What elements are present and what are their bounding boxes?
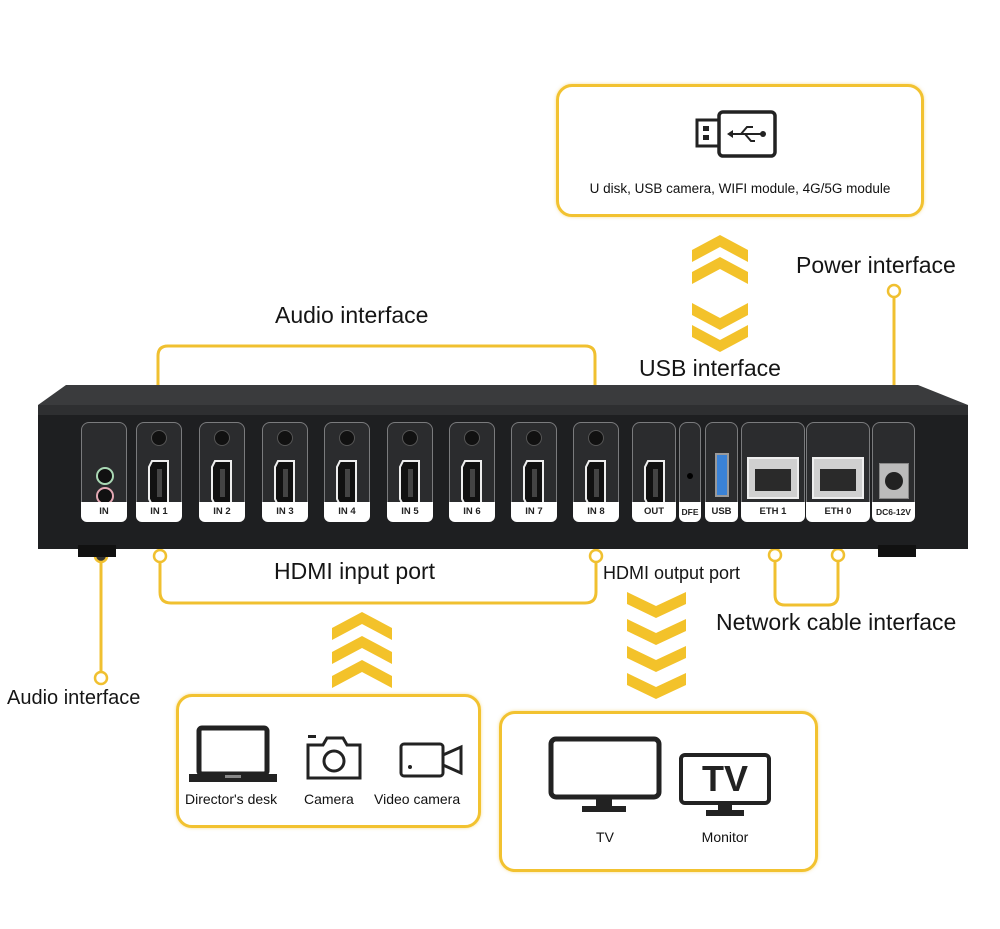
chevron-down-icon xyxy=(692,303,748,330)
monitor-screen-text: TV xyxy=(701,758,748,799)
port-eth0[interactable]: ETH 0 xyxy=(806,422,870,522)
output-target-label: TV xyxy=(596,829,614,845)
port-label: IN 1 xyxy=(136,502,182,522)
chevron-down-icon xyxy=(692,325,748,352)
dc-jack-icon xyxy=(879,463,909,499)
port-label: ETH 0 xyxy=(806,502,870,522)
network-bracket xyxy=(773,555,840,607)
hdmi-port-icon xyxy=(585,460,606,506)
hdmi-port-icon xyxy=(274,460,295,506)
hdmi-port-icon xyxy=(336,460,357,506)
input-source-label: Director's desk xyxy=(185,791,278,807)
power-interface-label: Power interface xyxy=(796,252,956,278)
camera-icon xyxy=(306,735,362,780)
anchor-dot xyxy=(886,283,902,299)
port-audio-in[interactable]: IN xyxy=(81,422,127,522)
port-label: IN 4 xyxy=(324,502,370,522)
port-hdmi-in[interactable]: IN 2 xyxy=(199,422,245,522)
anchor-dot xyxy=(93,670,109,686)
audio-jack-icon xyxy=(464,430,480,446)
audio-jack-icon xyxy=(339,430,355,446)
audio-interface-bottom-label: Audio interface xyxy=(7,687,141,709)
port-label: USB xyxy=(705,502,738,522)
anchor-dot xyxy=(152,548,168,564)
video-camera-icon xyxy=(399,742,463,778)
output-target-label: Monitor xyxy=(701,829,749,845)
anchor-dot xyxy=(588,548,604,564)
port-dfe[interactable]: DFE xyxy=(679,422,701,522)
port-hdmi-in[interactable]: IN 7 xyxy=(511,422,557,522)
usb-interface-label: USB interface xyxy=(639,355,781,381)
port-label: IN 7 xyxy=(511,502,557,522)
input-source-label: Video camera xyxy=(374,791,461,807)
chevron-down-icon xyxy=(627,673,686,699)
hdmi-port-icon xyxy=(523,460,544,506)
tv-icon xyxy=(548,736,662,812)
chevron-down-icon xyxy=(627,646,686,672)
port-label: IN 2 xyxy=(199,502,245,522)
chevron-up-icon xyxy=(332,636,392,664)
port-hdmi-in[interactable]: IN 5 xyxy=(387,422,433,522)
audio-jack-icon xyxy=(588,430,604,446)
usb-devices-box: U disk, USB camera, WIFI module, 4G/5G m… xyxy=(556,84,924,217)
port-label: IN xyxy=(81,502,127,522)
hdmi-output-port-label: HDMI output port xyxy=(603,563,741,583)
usb-port-icon xyxy=(715,453,729,497)
chevron-up-icon xyxy=(692,257,748,284)
input-source-label: Camera xyxy=(304,791,354,807)
chevron-down-icon xyxy=(627,592,686,618)
port-hdmi-in[interactable]: IN 4 xyxy=(324,422,370,522)
audio-jack-icon xyxy=(402,430,418,446)
port-eth1[interactable]: ETH 1 xyxy=(741,422,805,522)
port-hdmi-out[interactable]: OUT xyxy=(632,422,676,522)
audio-jack-icon xyxy=(526,430,542,446)
chevron-up-icon xyxy=(332,660,392,688)
port-label: IN 5 xyxy=(387,502,433,522)
ethernet-port-icon xyxy=(812,457,864,499)
hdmi-port-icon xyxy=(148,460,169,506)
hdmi-input-port-label: HDMI input port xyxy=(274,558,436,584)
port-label: IN 8 xyxy=(573,502,619,522)
port-label: IN 3 xyxy=(262,502,308,522)
hdmi-port-icon xyxy=(399,460,420,506)
usb-devices-caption: U disk, USB camera, WIFI module, 4G/5G m… xyxy=(589,181,891,196)
usb-stick-icon xyxy=(695,110,777,158)
audio-jack-icon xyxy=(151,430,167,446)
port-label: IN 6 xyxy=(449,502,495,522)
ethernet-port-icon xyxy=(747,457,799,499)
port-label: DFE xyxy=(679,502,701,522)
chevron-up-icon xyxy=(332,612,392,640)
audio-jack-icon xyxy=(277,430,293,446)
laptop-icon xyxy=(189,725,277,782)
audio-bracket-top xyxy=(156,344,597,392)
audio-interface-top-label: Audio interface xyxy=(275,302,429,328)
port-hdmi-in[interactable]: IN 3 xyxy=(262,422,308,522)
chevron-down-icon xyxy=(627,619,686,645)
hdmi-port-icon xyxy=(211,460,232,506)
output-targets-box: TV TV Monitor xyxy=(499,711,818,872)
port-hdmi-in[interactable]: IN 8 xyxy=(573,422,619,522)
port-hdmi-in[interactable]: IN 1 xyxy=(136,422,182,522)
audio-jack-icon xyxy=(214,430,230,446)
network-cable-interface-label: Network cable interface xyxy=(716,609,957,635)
hdmi-port-icon xyxy=(461,460,482,506)
port-label: DC6-12V xyxy=(872,502,915,522)
port-label: ETH 1 xyxy=(741,502,805,522)
monitor-icon xyxy=(679,753,771,816)
port-hdmi-in[interactable]: IN 6 xyxy=(449,422,495,522)
reset-button-icon xyxy=(687,473,693,479)
port-label: OUT xyxy=(632,502,676,522)
hdmi-input-bracket xyxy=(158,563,598,605)
port-usb[interactable]: USB xyxy=(705,422,738,522)
input-sources-box: Director's desk Camera Video camera xyxy=(176,694,481,828)
audio-jack-green-icon xyxy=(96,467,114,485)
hdmi-port-icon xyxy=(644,460,665,506)
port-dc-power[interactable]: DC6-12V xyxy=(872,422,915,522)
chevron-up-icon xyxy=(692,235,748,262)
